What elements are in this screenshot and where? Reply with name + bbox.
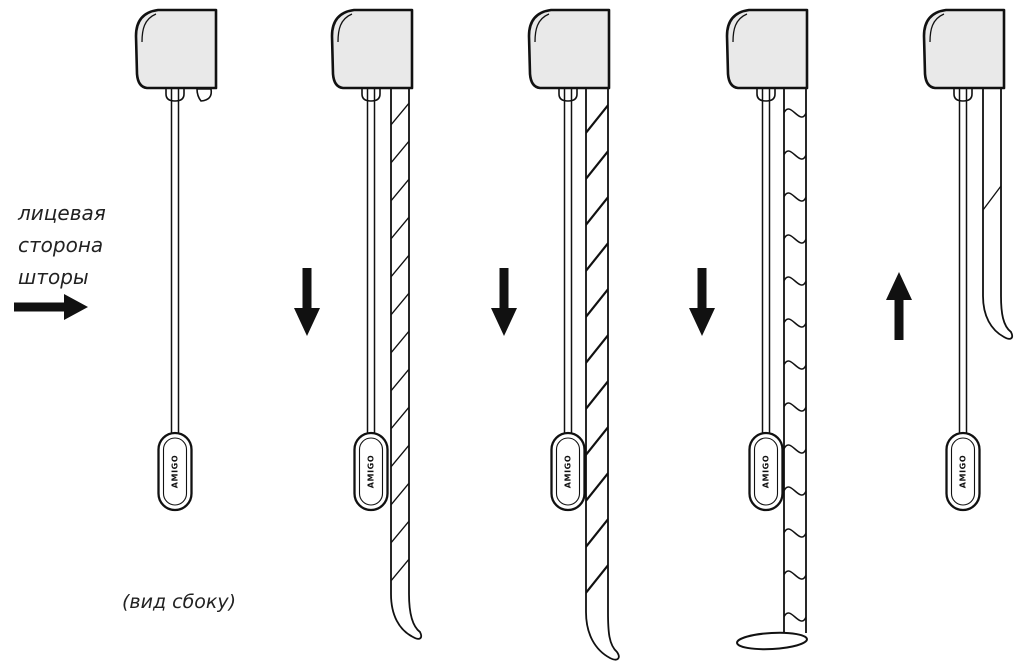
pull-handle: AMIGO xyxy=(945,431,981,512)
fabric-strip xyxy=(585,83,620,661)
cord xyxy=(170,87,180,436)
brand-label: AMIGO xyxy=(959,455,968,489)
pull-handle: AMIGO xyxy=(550,431,586,512)
label-front-side: лицевая сторона шторы xyxy=(17,201,106,289)
fabric-strip xyxy=(390,83,423,640)
blind-step-3: AMIGO xyxy=(491,8,620,661)
down-arrow-icon xyxy=(294,268,320,336)
up-arrow-icon xyxy=(886,272,912,340)
label-side-view: (вид сбоку) xyxy=(122,591,236,613)
blind-step-4: AMIGO xyxy=(689,8,809,651)
fabric-strip xyxy=(736,84,808,651)
cord xyxy=(563,87,573,436)
label-front-side-line3: шторы xyxy=(18,265,89,289)
down-arrow-icon xyxy=(689,268,715,336)
pull-handle: AMIGO xyxy=(353,431,389,512)
cassette-roll xyxy=(330,8,414,90)
label-front-side-line2: сторона xyxy=(18,233,103,257)
brand-label: AMIGO xyxy=(367,455,376,489)
fabric-strip xyxy=(982,83,1014,340)
cord xyxy=(958,87,968,436)
fabric-end-tab xyxy=(196,88,213,102)
cassette-roll xyxy=(922,8,1006,90)
blind-step-5: AMIGO xyxy=(886,8,1014,512)
cassette-roll xyxy=(527,8,611,90)
pull-handle: AMIGO xyxy=(157,431,193,512)
cassette-roll xyxy=(725,8,809,90)
cord xyxy=(366,87,376,436)
bottom-bar xyxy=(736,631,808,651)
brand-label: AMIGO xyxy=(564,455,573,489)
blind-step-2: AMIGO xyxy=(294,8,423,640)
cord xyxy=(761,87,771,436)
pull-handle: AMIGO xyxy=(748,431,784,512)
brand-label: AMIGO xyxy=(762,455,771,489)
right-arrow-icon xyxy=(14,294,88,320)
cassette-roll xyxy=(134,8,218,90)
label-front-side-line1: лицевая xyxy=(17,201,106,225)
blind-step-1: AMIGO xyxy=(134,8,218,512)
brand-label: AMIGO xyxy=(171,455,180,489)
down-arrow-icon xyxy=(491,268,517,336)
